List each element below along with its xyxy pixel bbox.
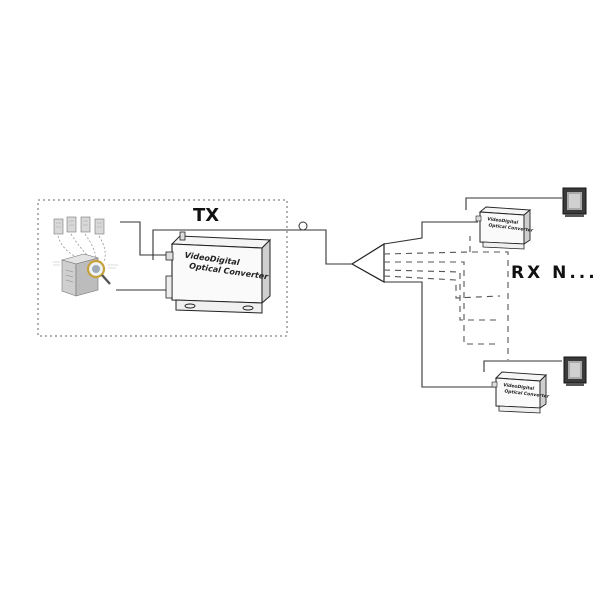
monitor-icon: [562, 187, 587, 217]
monitor-icon: [563, 356, 587, 386]
server-tower-icon: [60, 253, 100, 297]
server-annotations: [53, 261, 118, 269]
wire-video-in: [120, 221, 170, 256]
rx-converter-2: VideoDigital Optical Converter: [491, 371, 550, 414]
rx-converter-1: VideoDigital Optical Converter: [475, 206, 534, 250]
fiber-fan-dashed: [383, 236, 509, 360]
tx-enclosure: [37, 199, 288, 337]
rx1-title-line2: Optical Converter: [488, 222, 534, 234]
rx2-title-line1: VideoDigital: [503, 382, 535, 392]
fiber-rx1: [383, 221, 478, 245]
rx1-title-line1: VideoDigital: [487, 216, 519, 226]
server-cluster-icon: [53, 216, 105, 235]
fiber-rx2: [384, 281, 496, 388]
wire-rx2-monitor: [483, 360, 562, 372]
rx-label: RX N...: [511, 263, 598, 283]
wire-rx1-monitor: [465, 197, 562, 210]
optical-splitter: [350, 242, 385, 284]
fiber-tx-out: [185, 229, 352, 265]
magnifier-icon: [86, 259, 111, 285]
rx2-title-line2: Optical Converter: [504, 388, 550, 400]
tx-label: TX: [193, 205, 219, 226]
tx-converter: VideoDigital Optical Converter: [165, 231, 272, 314]
fiber-coil-icon: [298, 221, 308, 231]
wire-video-in-2: [152, 229, 185, 260]
